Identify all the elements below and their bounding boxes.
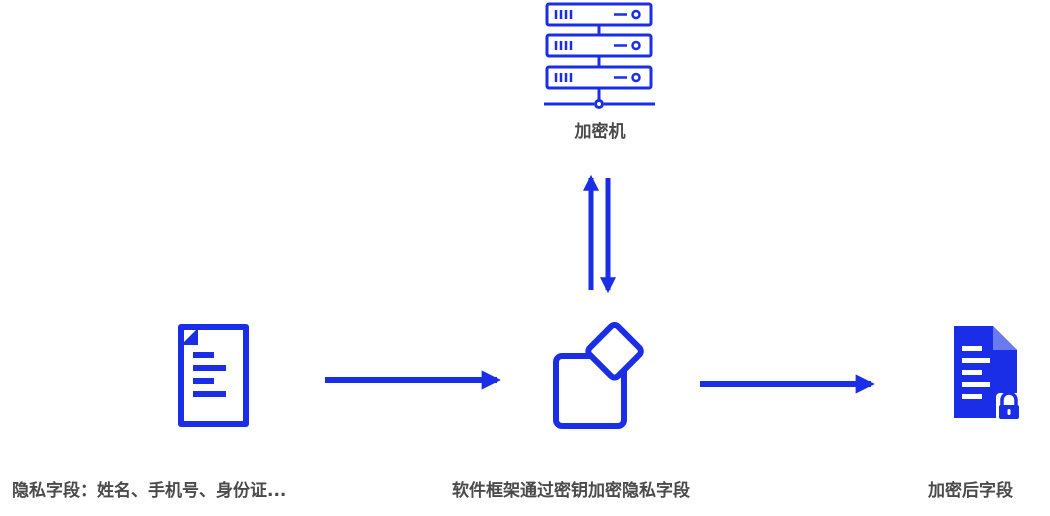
document-icon — [178, 324, 249, 427]
encrypted-document-lock-icon — [954, 326, 1022, 421]
server-rack-icon — [544, 2, 655, 109]
server-label: 加密机 — [574, 122, 626, 142]
software-framework-icon — [553, 322, 644, 429]
source-fields-label: 隐私字段：姓名、手机号、身份证... — [12, 481, 287, 501]
result-label: 加密后字段 — [928, 481, 1013, 501]
process-label: 软件框架通过密钥加密隐私字段 — [452, 481, 690, 501]
